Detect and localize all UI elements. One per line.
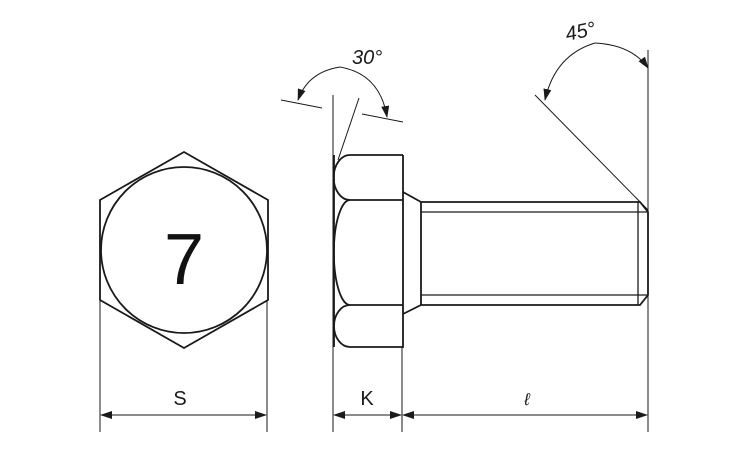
dimension-l: ℓ bbox=[402, 390, 648, 419]
dimension-label-l: ℓ bbox=[523, 390, 530, 409]
head-mark: 7 bbox=[164, 220, 204, 300]
head-outline bbox=[332, 154, 404, 348]
angle-label-45: 45° bbox=[563, 18, 597, 46]
angle-30: 30° bbox=[280, 47, 404, 161]
bolt-side-view bbox=[332, 154, 649, 348]
bearing-circle bbox=[100, 166, 268, 334]
hexagon-outline bbox=[99, 150, 269, 350]
dimension-label-k: K bbox=[360, 388, 374, 410]
dimension-label-s: S bbox=[173, 388, 186, 410]
angle-label-30: 30° bbox=[352, 47, 382, 69]
dimension-k: K bbox=[333, 388, 402, 419]
dimension-s: S bbox=[100, 388, 267, 419]
angle-45: 45° bbox=[534, 18, 649, 211]
shank-outline bbox=[402, 191, 649, 315]
head-top-view: 7 bbox=[99, 150, 269, 350]
